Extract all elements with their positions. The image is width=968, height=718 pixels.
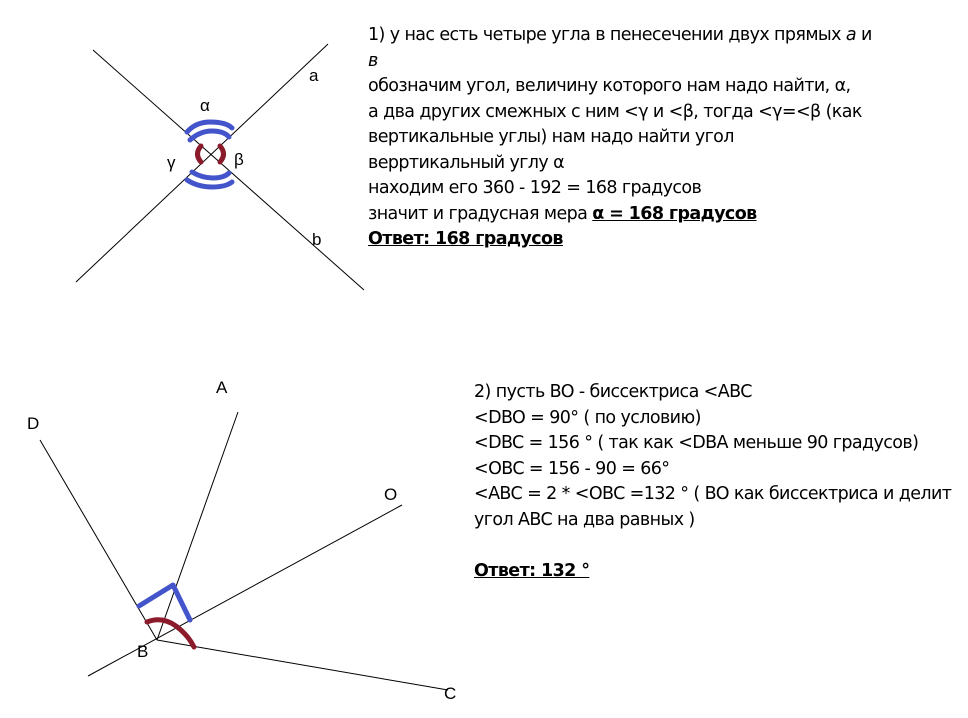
- sol1-line5: вертикальные углы) нам надо найти угол: [368, 127, 734, 147]
- sol2-line5: <ABC = 2 * <OBC =132 ° ( BO как биссектр…: [474, 484, 952, 504]
- label-point-a: A: [216, 378, 228, 397]
- sol1-line7: находим его 360 - 192 = 168 градусов: [368, 178, 702, 198]
- ray-bc: [156, 639, 449, 691]
- label-line-a: a: [309, 66, 319, 85]
- sol1-result: α = 168 градусов: [592, 203, 757, 224]
- label-alpha: α: [200, 96, 210, 115]
- label-point-o: O: [384, 485, 398, 504]
- label-gamma: γ: [167, 153, 176, 172]
- sol1-answer: Ответ: 168 градусов: [368, 229, 564, 249]
- figure2-angles: [39, 411, 449, 691]
- ray-ba: [156, 411, 239, 641]
- label-beta: β: [234, 150, 244, 169]
- beta-arc: [217, 143, 226, 165]
- gamma-beta-arc-inner: [189, 169, 232, 181]
- sol1-line4: а два других смежных с ним <γ и <β, тогд…: [368, 101, 862, 122]
- sol1-line1-end: и: [856, 25, 872, 45]
- solution2-text: 2) пусть BO - биссектриса <ABC <DBO = 90…: [474, 380, 952, 584]
- label-point-c: C: [444, 684, 457, 703]
- alpha-arc-inner: [187, 128, 232, 143]
- gamma-beta-arc-outer: [184, 177, 235, 190]
- sol1-var-b: в: [368, 50, 378, 71]
- sol1-line8: значит и градусная мера: [368, 203, 593, 224]
- sol1-line6: верртикальный углу α: [368, 152, 565, 173]
- line-b: [92, 49, 365, 291]
- alpha-arc-outer: [184, 119, 235, 135]
- sol2-line4: <OBC = 156 - 90 = 66°: [474, 458, 670, 479]
- angle-dbo-mark: [136, 582, 193, 623]
- ray-bd: [39, 439, 158, 641]
- sol1-line3: обозначим угол, величину которого нам на…: [368, 76, 851, 96]
- solution1-text: 1) у нас есть четыре угла в пенесечении …: [368, 23, 872, 253]
- gamma-arc: [195, 143, 204, 165]
- sol2-answer: Ответ: 132 °: [474, 560, 590, 581]
- sol2-line1: 2) пусть BO - биссектриса <ABC: [474, 382, 752, 402]
- sol2-line3: <DBC = 156 ° ( так как <DBA меньше 90 гр…: [474, 433, 919, 453]
- sol2-line2: <DBO = 90° ( по условию): [474, 407, 701, 428]
- sol1-line1: 1) у нас есть четыре угла в пенесечении …: [368, 25, 846, 45]
- figure1-intersecting-lines: [75, 43, 365, 291]
- sol2-line6: угол ABC на два равных ): [474, 509, 695, 530]
- line-bo: [87, 504, 403, 677]
- sol1-var-a: а: [845, 25, 857, 45]
- label-point-b: B: [137, 642, 149, 661]
- label-line-b: b: [312, 230, 322, 249]
- label-point-d: D: [27, 414, 40, 433]
- angle-dbc-arc: [144, 617, 197, 650]
